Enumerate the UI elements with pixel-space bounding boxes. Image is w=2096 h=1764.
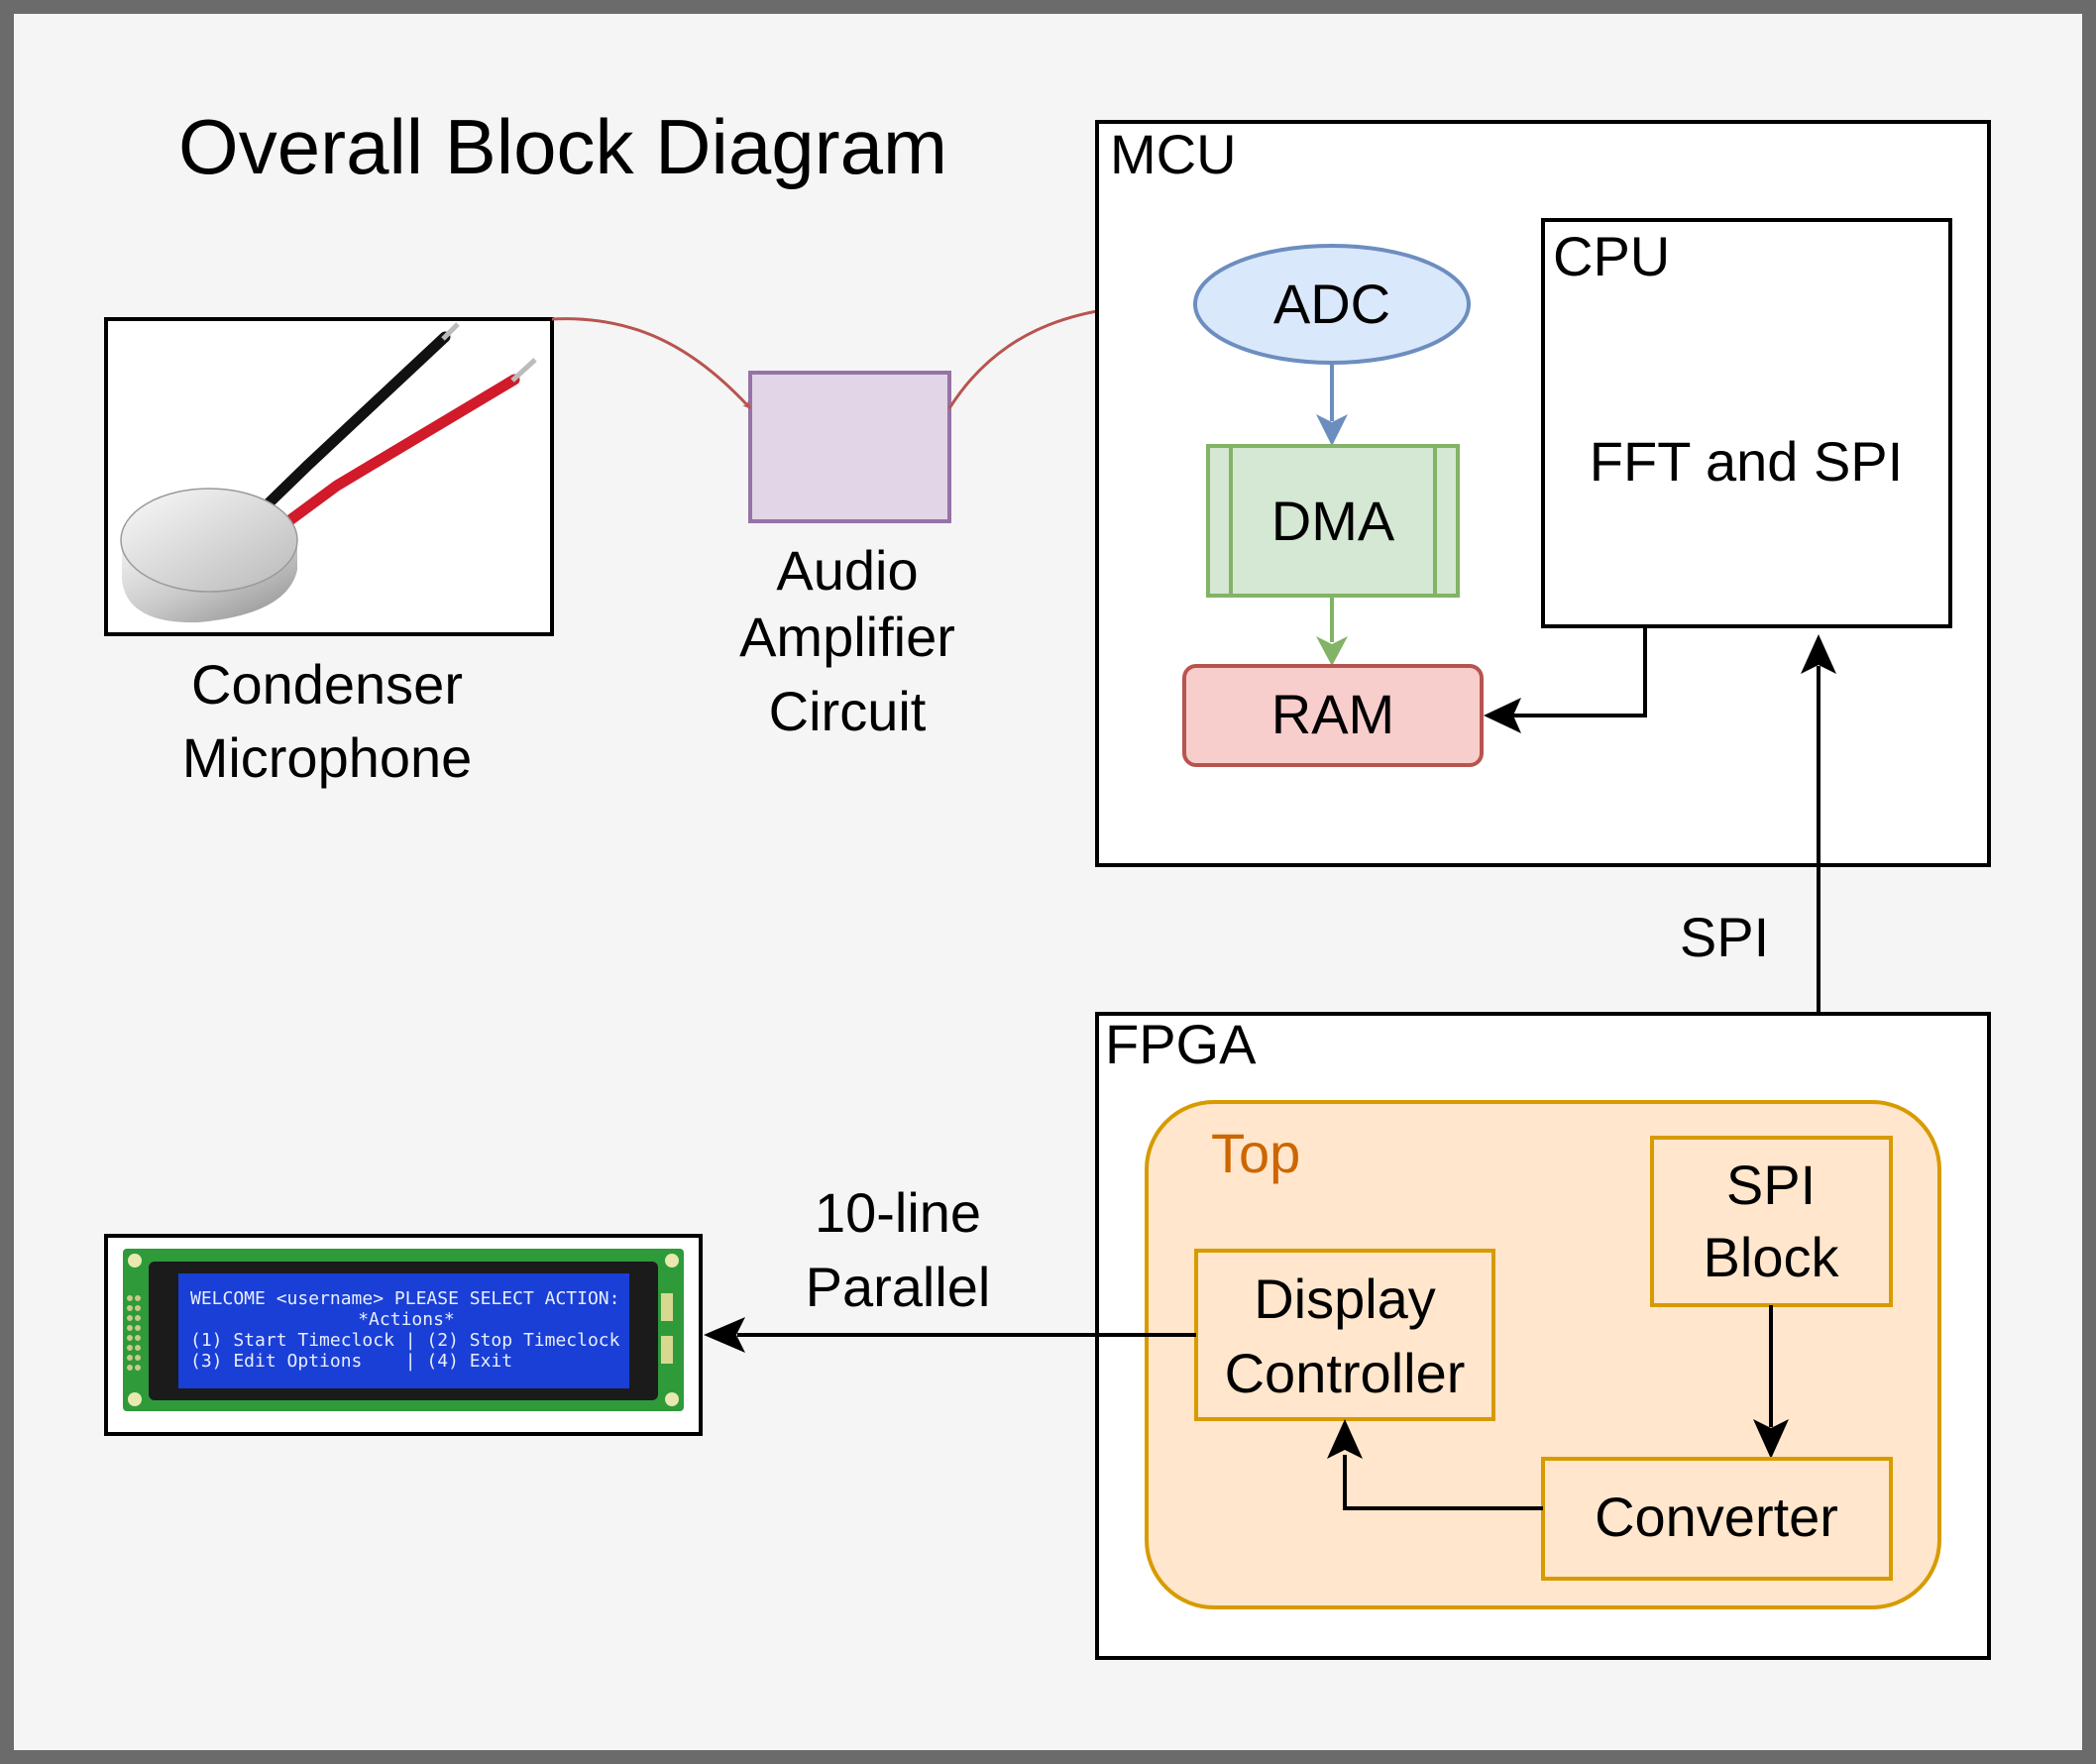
spi-link-label: SPI bbox=[1680, 906, 1769, 968]
converter-label: Converter bbox=[1595, 1486, 1838, 1548]
lcd-text-line3: (1) Start Timeclock | (2) Stop Timeclock bbox=[190, 1330, 620, 1351]
top-module-label: Top bbox=[1211, 1122, 1300, 1184]
diagram-title: Overall Block Diagram bbox=[178, 103, 947, 190]
microphone-label-line1: Condenser bbox=[191, 653, 463, 716]
converter-block bbox=[1541, 1457, 1893, 1581]
spi-block bbox=[1650, 1136, 1893, 1307]
amplifier-label-line2: Amplifier bbox=[739, 606, 955, 668]
adc-label: ADC bbox=[1273, 273, 1390, 335]
ram-label: RAM bbox=[1271, 683, 1394, 745]
microphone-image bbox=[104, 317, 554, 636]
lcd-text-line4: (3) Edit Options | (4) Exit bbox=[190, 1351, 512, 1372]
display-controller-label-line2: Controller bbox=[1225, 1342, 1466, 1404]
arrow-dma-to-ram bbox=[1316, 596, 1348, 666]
arrow-adc-to-dma bbox=[1316, 363, 1348, 446]
lcd-text-line1: WELCOME <username> PLEASE SELECT ACTION: bbox=[190, 1288, 619, 1309]
spi-block-label-line2: Block bbox=[1704, 1226, 1840, 1288]
arrow-mic-to-amplifier bbox=[551, 317, 752, 410]
arrow-display-controller-to-lcd bbox=[704, 1317, 1196, 1353]
display-controller-block bbox=[1194, 1249, 1495, 1421]
dma-block bbox=[1206, 444, 1460, 598]
arrow-spi-block-to-converter bbox=[1753, 1305, 1789, 1459]
parallel-link-label-line2: Parallel bbox=[806, 1256, 991, 1318]
parallel-link-label-line1: 10-line bbox=[815, 1181, 981, 1244]
ram-block bbox=[1182, 664, 1484, 767]
amplifier-block bbox=[748, 371, 951, 523]
microphone-label-line2: Microphone bbox=[182, 726, 473, 789]
cpu-function-label: FFT and SPI bbox=[1590, 430, 1903, 493]
cpu-label: CPU bbox=[1553, 225, 1670, 287]
lcd-text-line2: *Actions* bbox=[358, 1309, 455, 1330]
cpu-block bbox=[1541, 218, 1952, 628]
arrow-cpu-to-ram bbox=[1484, 626, 1647, 733]
mcu-label: MCU bbox=[1110, 123, 1237, 185]
amplifier-label-line1: Audio bbox=[776, 539, 918, 602]
spi-block-label-line1: SPI bbox=[1726, 1154, 1816, 1216]
display-controller-label-line1: Display bbox=[1254, 1268, 1436, 1330]
fpga-label: FPGA bbox=[1105, 1013, 1257, 1075]
arrow-converter-to-display-controller bbox=[1327, 1419, 1543, 1510]
lcd-display-image bbox=[104, 1234, 703, 1436]
amplifier-label-line3: Circuit bbox=[769, 680, 927, 742]
dma-label: DMA bbox=[1271, 490, 1395, 552]
